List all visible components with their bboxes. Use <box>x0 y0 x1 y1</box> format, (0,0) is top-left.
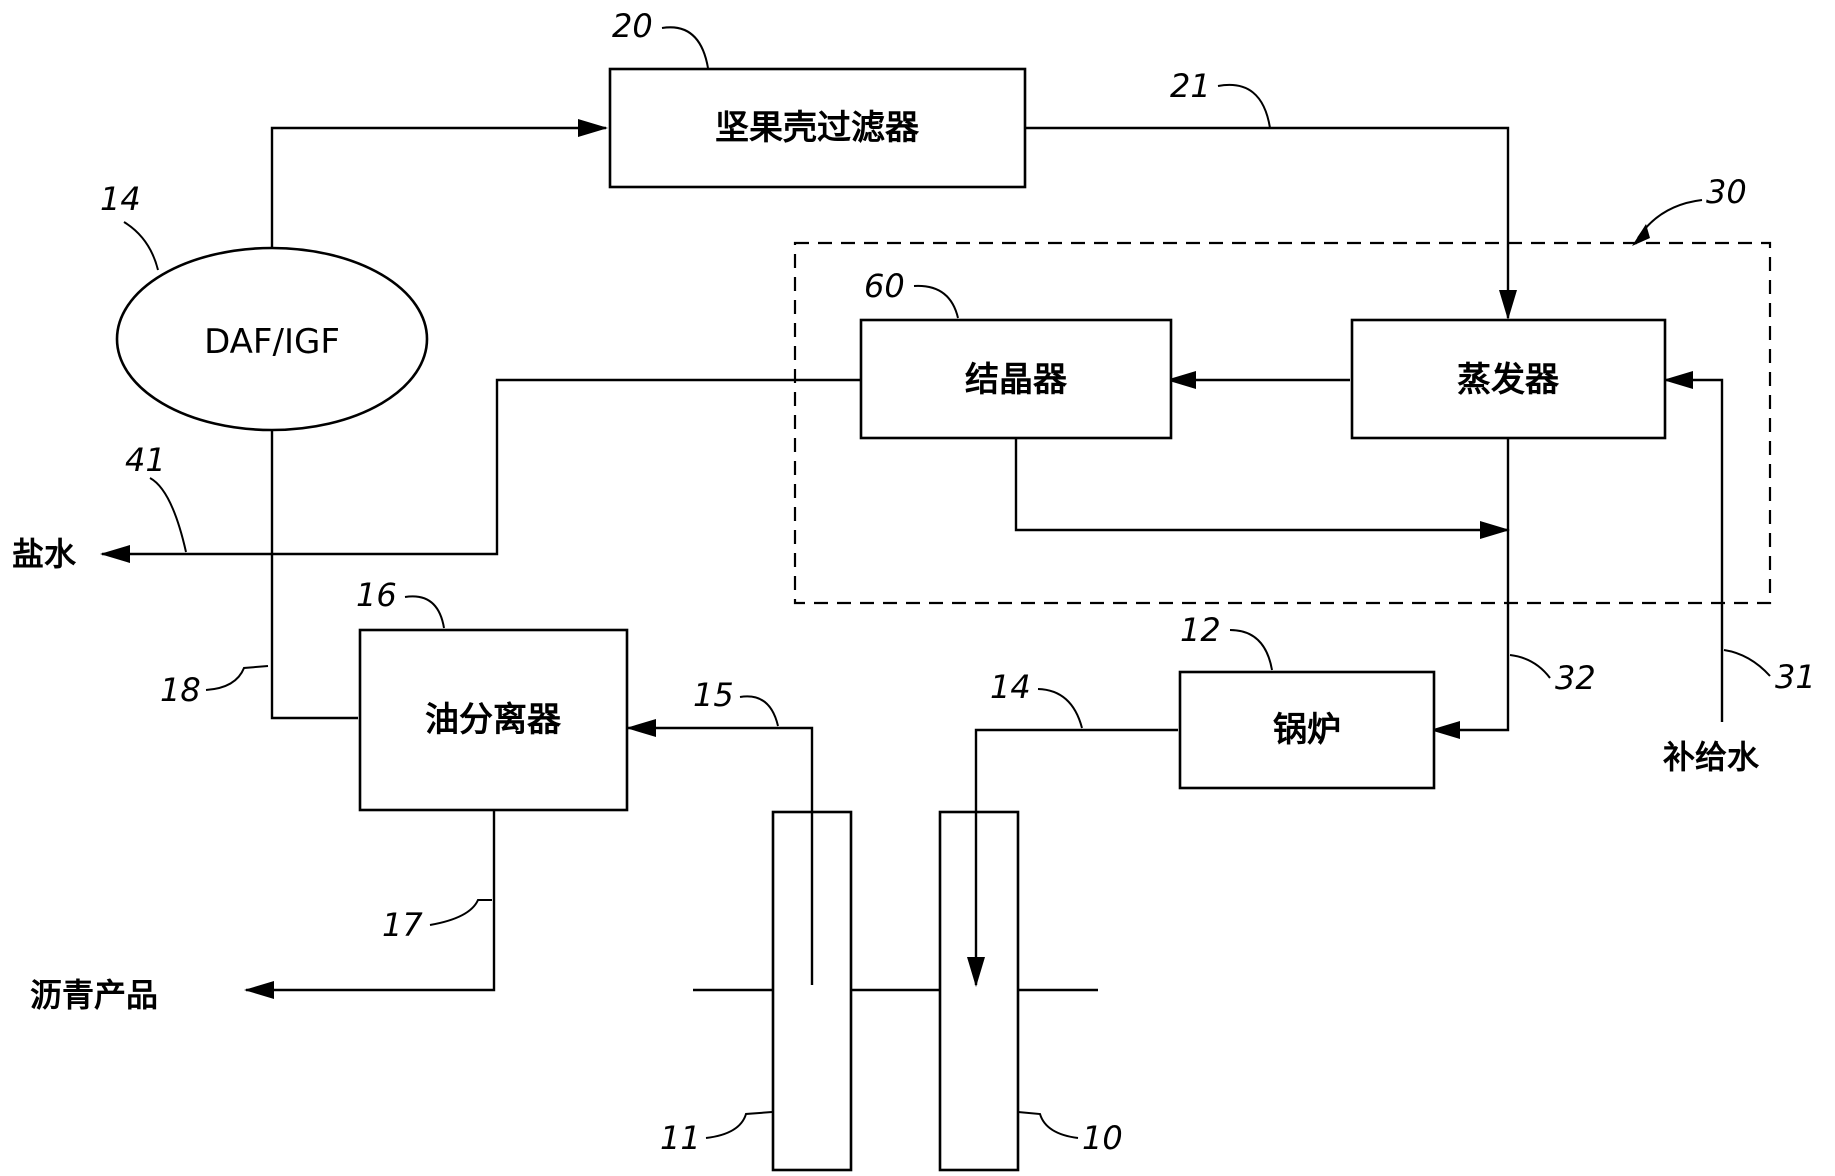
ref-12: 12 <box>1180 611 1221 649</box>
ref-11: 11 <box>660 1119 701 1157</box>
ref-60: 60 <box>864 267 905 305</box>
line-crystallizer-to-junction <box>1014 438 1510 539</box>
injection-well <box>938 810 1020 1172</box>
boiler-label: 锅炉 <box>1273 710 1341 750</box>
evaporator-label: 蒸发器 <box>1457 360 1560 400</box>
leader-41 <box>149 477 187 553</box>
oil-separator-box: 油分离器 <box>358 628 629 812</box>
line-makeup-to-evaporator <box>1663 371 1724 722</box>
leader-21 <box>1217 83 1271 129</box>
leader-10 <box>1017 1111 1079 1139</box>
ref-21: 21 <box>1170 67 1211 105</box>
leader-14-daf <box>123 221 159 271</box>
ref-30: 30 <box>1706 173 1747 211</box>
bitumen-product-label: 沥青产品 <box>30 976 158 1014</box>
ref-14-daf: 14 <box>100 180 141 218</box>
nutshell-filter-label: 坚果壳过滤器 <box>715 108 920 148</box>
ref-20: 20 <box>612 7 653 45</box>
ref-18: 18 <box>160 671 201 709</box>
crystallizer-label: 结晶器 <box>965 360 1068 400</box>
leader-32 <box>1509 654 1551 679</box>
line-separator-to-bitumen <box>244 810 496 999</box>
ref-10: 10 <box>1082 1119 1123 1157</box>
line-filter-to-evaporator <box>1025 126 1517 320</box>
leader-16 <box>404 595 445 629</box>
leader-31 <box>1723 649 1771 677</box>
crystallizer-box: 结晶器 <box>859 318 1173 440</box>
leader-60 <box>913 284 959 319</box>
leader-17 <box>429 899 492 926</box>
daf-igf-unit: DAF/IGF <box>115 246 429 432</box>
nutshell-filter-box: 坚果壳过滤器 <box>608 67 1027 189</box>
leader-20 <box>661 26 709 69</box>
ref-41: 41 <box>125 441 166 479</box>
brine-label: 盐水 <box>12 535 77 573</box>
leader-12 <box>1229 629 1273 671</box>
ref-32: 32 <box>1555 659 1596 697</box>
arrow-30-head <box>1632 224 1650 246</box>
line-crystallizer-to-brine <box>100 378 860 563</box>
boiler-box: 锅炉 <box>1178 670 1436 790</box>
oil-separator-label: 油分离器 <box>425 700 562 740</box>
ref-16: 16 <box>356 576 397 614</box>
leader-14-injection <box>1037 688 1083 729</box>
makeup-water-label: 补给水 <box>1663 738 1760 776</box>
leader-15 <box>739 695 779 727</box>
line-evaporator-to-boiler <box>1430 438 1510 739</box>
ref-31: 31 <box>1775 658 1816 696</box>
leader-11 <box>705 1111 773 1139</box>
leader-18 <box>205 665 269 691</box>
line-daf-to-separator <box>270 430 358 720</box>
ref-14-injection: 14 <box>990 668 1031 706</box>
line-daf-to-filter <box>270 119 608 248</box>
evaporation-system-boundary <box>793 241 1772 605</box>
daf-igf-label: DAF/IGF <box>204 322 340 362</box>
evaporator-box: 蒸发器 <box>1350 318 1667 440</box>
ref-15: 15 <box>693 676 734 714</box>
ref-17: 17 <box>382 906 423 944</box>
